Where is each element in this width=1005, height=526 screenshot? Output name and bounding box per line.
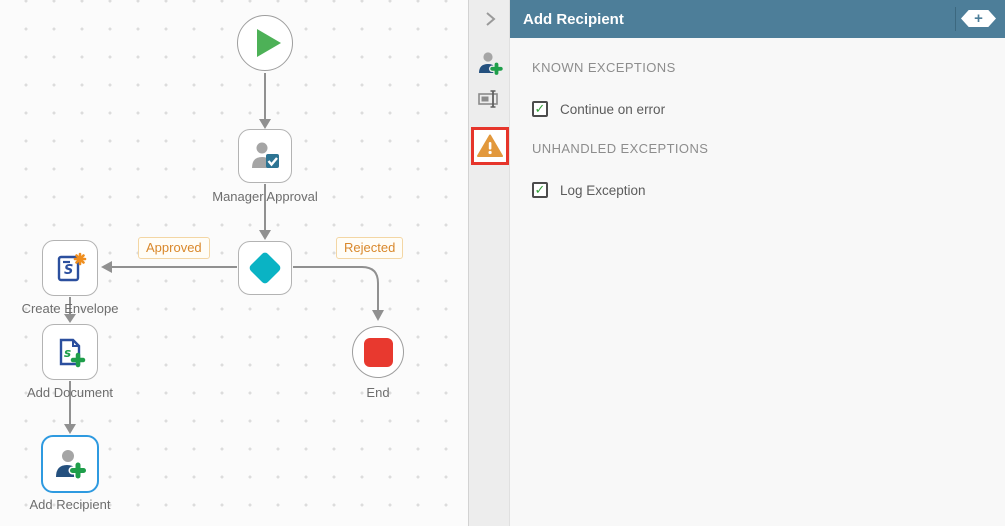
create-envelope-node[interactable]: S	[42, 240, 98, 296]
exceptions-tab-highlight[interactable]	[471, 127, 509, 165]
plus-icon: +	[974, 9, 983, 27]
section-heading-unhandled-exceptions: UNHANDLED EXCEPTIONS	[532, 141, 709, 156]
branch-label-approved: Approved	[138, 237, 210, 259]
manager-approval-node[interactable]	[238, 129, 292, 183]
rename-field-icon	[478, 90, 498, 108]
add-recipient-config-button[interactable]	[469, 48, 511, 78]
node-label: Manager Approval	[212, 189, 318, 204]
expand-add-button[interactable]: +	[961, 10, 996, 27]
start-node[interactable]	[237, 15, 293, 71]
panel-icon-strip	[468, 0, 510, 526]
end-node[interactable]	[352, 326, 404, 378]
add-document-node[interactable]: s	[42, 324, 98, 380]
branch-label-rejected: Rejected	[336, 237, 404, 259]
panel-header: Add Recipient +	[510, 0, 1005, 38]
node-label: Create Envelope	[21, 301, 119, 316]
continue-on-error-checkbox[interactable]: ✓	[532, 101, 548, 117]
section-heading-known-exceptions: KNOWN EXCEPTIONS	[532, 60, 676, 75]
collapse-panel-button[interactable]	[469, 6, 511, 32]
header-divider	[955, 7, 956, 31]
properties-panel: Add Recipient + KNOWN EXCEPTIONS ✓ Conti…	[510, 0, 1005, 526]
continue-on-error-row: ✓ Continue on error	[532, 101, 1005, 117]
create-envelope-icon: S	[57, 252, 87, 282]
add-recipient-node[interactable]	[41, 435, 99, 493]
decision-diamond-icon	[249, 252, 281, 284]
log-exception-row: ✓ Log Exception	[532, 182, 1005, 198]
user-task-icon	[252, 142, 279, 168]
log-exception-label: Log Exception	[560, 182, 646, 198]
exceptions-settings: KNOWN EXCEPTIONS ✓ Continue on error UNH…	[510, 38, 1005, 222]
warning-triangle-icon	[477, 134, 503, 157]
decision-node[interactable]	[238, 241, 292, 295]
rename-button[interactable]	[469, 84, 511, 114]
check-icon: ✓	[534, 182, 546, 197]
add-recipient-icon	[56, 450, 87, 480]
node-label: End	[366, 385, 390, 400]
chevron-right-icon	[486, 12, 496, 26]
stop-icon	[363, 337, 393, 367]
svg-text:s: s	[64, 346, 71, 360]
play-icon	[256, 29, 281, 57]
log-exception-checkbox[interactable]: ✓	[532, 182, 548, 198]
add-document-icon: s	[59, 338, 86, 368]
node-label: Add Recipient	[29, 497, 111, 512]
check-icon: ✓	[534, 101, 546, 116]
person-plus-icon	[479, 51, 503, 76]
svg-text:S: S	[64, 263, 73, 278]
continue-on-error-label: Continue on error	[560, 101, 666, 117]
panel-title: Add Recipient	[523, 10, 624, 28]
node-label: Add Document	[27, 385, 113, 400]
connector-lines	[64, 73, 384, 434]
workflow-canvas[interactable]: Manager Approval Approved Rejected S	[0, 0, 468, 526]
